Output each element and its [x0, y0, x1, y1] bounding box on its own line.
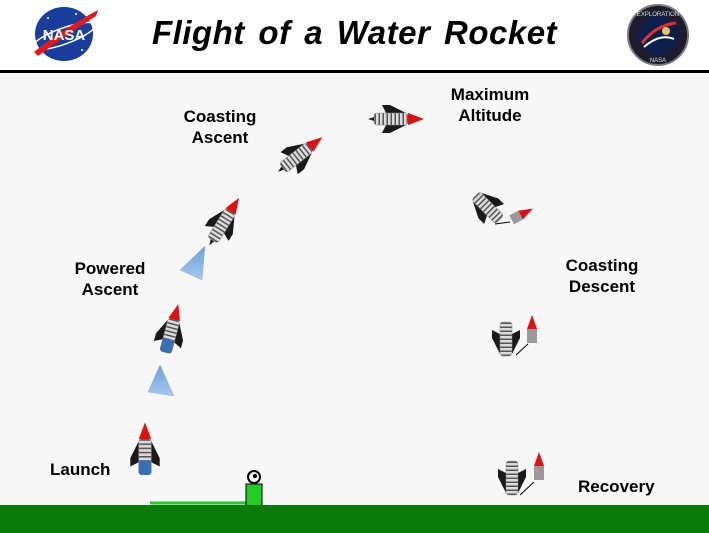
- nasa-logo-icon: NASA: [32, 7, 98, 61]
- recovery-rocket: [498, 452, 544, 496]
- exploration-seal-icon: EXPLORATION NASA: [627, 4, 689, 66]
- descent-rocket-1: [472, 192, 533, 225]
- nasa-logo-text: NASA: [43, 27, 86, 44]
- max-altitude-rocket: [367, 104, 425, 134]
- header: NASA Flight of a Water Rocket EXPLORATIO…: [0, 0, 709, 73]
- label-powered-ascent: Powered Ascent: [72, 258, 148, 300]
- label-recovery: Recovery: [578, 476, 655, 497]
- coasting-ascent-rocket: [268, 125, 332, 184]
- label-coasting-ascent-line1: Coasting: [183, 107, 257, 126]
- label-coasting-descent-line1: Coasting: [565, 256, 639, 275]
- powered-ascent-spray-2: [179, 245, 206, 281]
- label-coasting-descent: Coasting Descent: [560, 255, 644, 297]
- label-launch-text: Launch: [50, 460, 111, 479]
- label-max-altitude: Maximum Altitude: [443, 84, 537, 126]
- label-coasting-descent-line2: Descent: [568, 277, 636, 296]
- launcher-icon: [245, 470, 263, 507]
- launch-rocket: [129, 421, 161, 476]
- label-coasting-ascent-line2: Ascent: [191, 128, 249, 147]
- label-launch: Launch: [50, 459, 110, 480]
- seal-text: EXPLORATION: [637, 12, 679, 18]
- label-max-altitude-line1: Maximum: [450, 85, 530, 104]
- label-coasting-ascent: Coasting Ascent: [180, 106, 260, 148]
- label-recovery-text: Recovery: [578, 477, 655, 496]
- powered-ascent-rocket-2: [196, 189, 252, 254]
- powered-ascent-spray-1: [147, 364, 175, 397]
- label-max-altitude-line2: Altitude: [458, 106, 522, 125]
- ground: [0, 505, 709, 533]
- label-powered-ascent-line1: Powered: [74, 259, 146, 278]
- seal-bottom-text: NASA: [650, 58, 666, 64]
- label-powered-ascent-line2: Ascent: [81, 280, 139, 299]
- page-title: Flight of a Water Rocket: [151, 14, 558, 51]
- descent-rocket-2: [492, 315, 537, 357]
- powered-ascent-rocket-1: [151, 299, 193, 357]
